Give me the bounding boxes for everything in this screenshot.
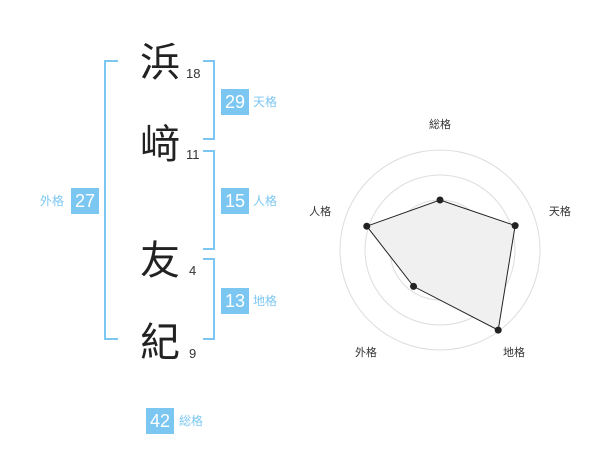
- jinkaku-bracket: [203, 150, 215, 250]
- name-char-3: 友: [140, 238, 180, 284]
- chikaku-label: 地格: [253, 294, 278, 308]
- gaikaku-score: 27: [71, 188, 99, 214]
- chikaku-score: 13: [221, 288, 249, 314]
- radar-axis-label-1: 総格: [429, 117, 451, 131]
- radar-ring: [364, 174, 516, 326]
- jinkaku-label: 人格: [253, 194, 278, 208]
- radar-axis-label-2: 天格: [549, 204, 571, 218]
- stroke-count-4: 9: [189, 346, 197, 361]
- soukaku-score: 42: [146, 408, 174, 434]
- radar-point-2: [511, 222, 519, 230]
- name-char-2: 﨑: [140, 122, 180, 168]
- stroke-count-2: 11: [186, 147, 200, 162]
- gaikaku-bracket: [104, 60, 118, 340]
- radar-polygon: [365, 199, 516, 331]
- soukaku-label: 総格: [179, 414, 204, 428]
- chikaku-bracket: [203, 258, 215, 340]
- radar-point-5: [363, 222, 371, 230]
- name-char-4: 紀: [140, 320, 180, 366]
- name-char-1: 浜: [140, 40, 180, 86]
- gaikaku-label: 外格: [40, 194, 65, 208]
- radar-axis-label-5: 人格: [309, 204, 331, 218]
- radar-axis-label-4: 外格: [355, 345, 377, 359]
- radar-ring: [339, 149, 541, 351]
- tenkaku-score: 29: [221, 89, 249, 115]
- stroke-count-1: 18: [186, 66, 201, 81]
- radar-point-4: [410, 282, 418, 290]
- tenkaku-bracket: [203, 60, 215, 140]
- radar-points: [363, 196, 519, 334]
- radar-point-1: [436, 196, 444, 204]
- stroke-count-3: 4: [189, 263, 197, 278]
- radar-axis-label-3: 地格: [503, 345, 525, 359]
- tenkaku-label: 天格: [253, 95, 278, 109]
- radar-point-3: [494, 326, 502, 334]
- jinkaku-score: 15: [221, 188, 249, 214]
